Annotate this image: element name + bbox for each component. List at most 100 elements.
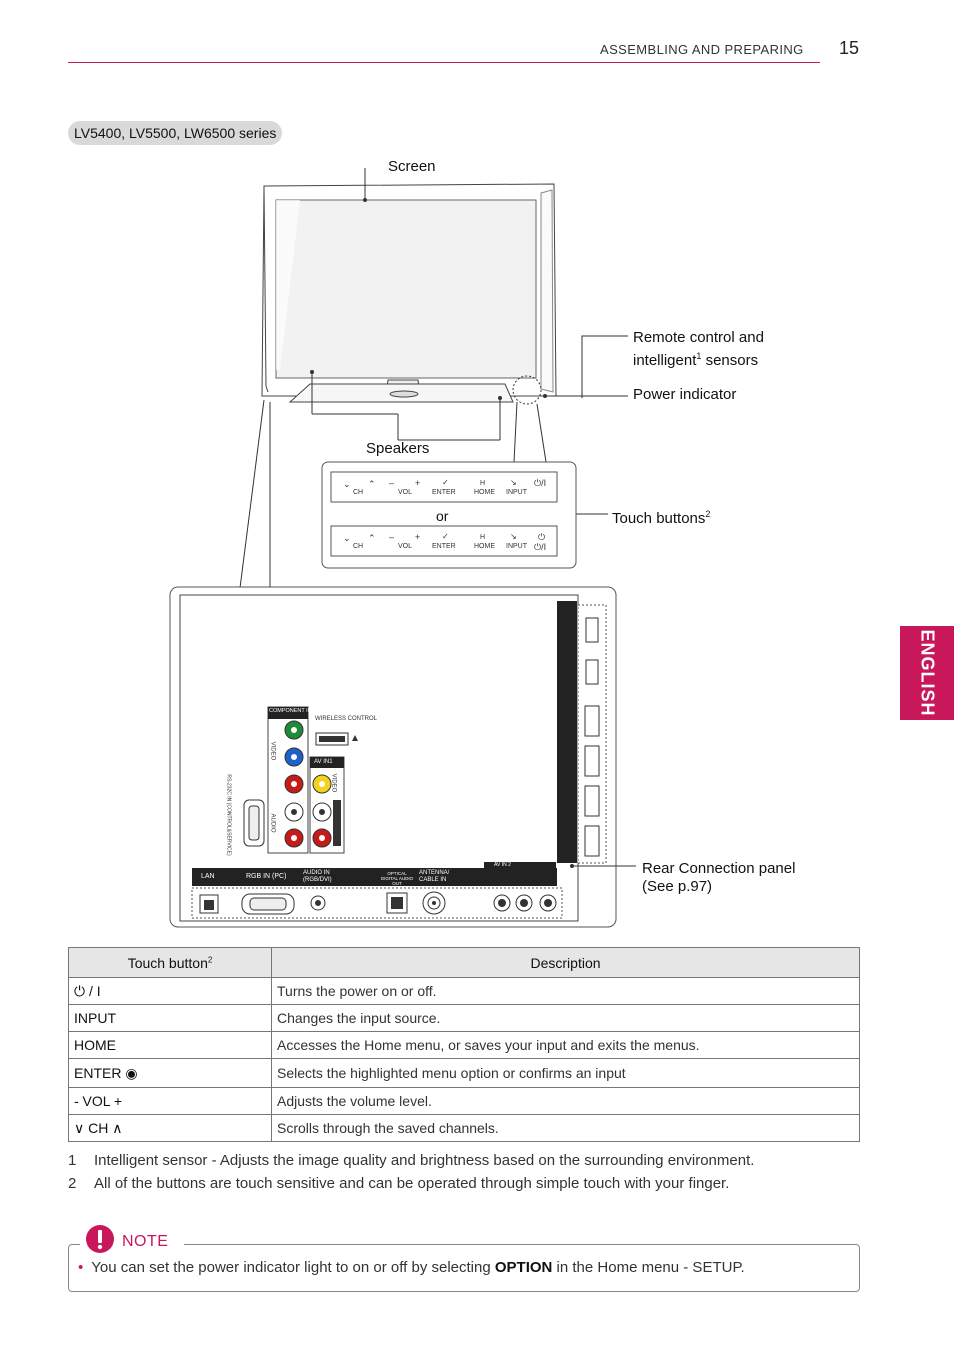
enter-check-icon: ✓ <box>442 478 449 487</box>
touch-button-table: Touch button2 Description ⏻ / I Turns th… <box>68 947 860 1142</box>
footnote-1: 1 Intelligent sensor - Adjusts the image … <box>68 1152 754 1169</box>
table-row: INPUT Changes the input source. <box>68 1004 860 1032</box>
callout-remote-sensor-line1: Remote control and <box>633 329 764 346</box>
series-label: LV5400, LV5500, LW6500 series <box>68 121 283 145</box>
page-number: 15 <box>839 38 860 58</box>
table-row: HOME Accesses the Home menu, or saves yo… <box>68 1031 860 1059</box>
table-row: ∨ CH ∧ Scrolls through the saved channel… <box>68 1114 860 1142</box>
label-cable-in: CABLE IN <box>419 877 447 883</box>
header-rule <box>68 62 820 63</box>
table-cell-button: ENTER ◉ <box>68 1058 272 1088</box>
callout-touch-buttons-text: Touch buttons <box>612 510 706 527</box>
label-hdmi-in2: HDMI/DVI IN 2 <box>541 780 548 818</box>
hdmi-port-1 <box>584 825 600 857</box>
note-text: •You can set the power indicator light t… <box>78 1259 745 1276</box>
side-port-strip <box>557 601 577 863</box>
callout-touch-buttons: Touch buttons2 <box>612 505 710 528</box>
tv-diagram <box>169 168 636 928</box>
label-hdmi-in3: HDMI/DVI IN 3 <box>541 740 548 778</box>
callout-rear-panel: Rear Connection panel (See p.97) <box>642 860 795 896</box>
touch-label-enter-2: ENTER <box>432 543 456 550</box>
vol-minus-icon-2: – <box>389 532 395 542</box>
label-wireless-control: WIRELESS CONTROL <box>315 716 378 722</box>
table-cell-description: Turns the power on or off. <box>271 977 860 1005</box>
table-row: ENTER ◉ Selects the highlighted menu opt… <box>68 1058 860 1088</box>
note-text-after: in the Home menu - SETUP. <box>552 1259 745 1276</box>
touch-label-ch-2: CH <box>353 543 364 550</box>
note-warning-icon <box>86 1225 114 1253</box>
table-cell-description: Selects the highlighted menu option or c… <box>271 1058 860 1088</box>
table-cell-button: ⏻ / I <box>68 977 272 1005</box>
input-arrow-icon-2: ↘ <box>510 532 517 541</box>
table-cell-button: - VOL + <box>68 1087 272 1115</box>
callout-rear-panel-line2: (See p.97) <box>642 878 713 895</box>
label-lan: LAN <box>201 873 215 880</box>
table-cell-description: Scrolls through the saved channels. <box>271 1114 860 1142</box>
header-section-title: ASSEMBLING AND PREPARING <box>600 42 804 57</box>
callout-remote-sensor-line2b: sensors <box>701 352 759 369</box>
touch-label-input-2: INPUT <box>506 543 527 550</box>
home-mark-icon: H <box>480 480 486 487</box>
label-component-video: VIDEO <box>269 741 276 761</box>
screen-dot <box>363 198 367 202</box>
enter-check-icon-2: ✓ <box>442 532 449 541</box>
touch-label-home-2: HOME <box>474 543 495 550</box>
power-icon-2: ⏻ <box>538 532 546 542</box>
ch-down-icon: ⌄ <box>343 479 351 489</box>
vol-plus-icon: + <box>415 478 421 488</box>
table-header-description: Description <box>271 947 860 978</box>
label-rs232: RS-232C IN (CONTROL&SERVICE) <box>225 774 232 856</box>
label-component-audio: AUDIO <box>269 813 276 833</box>
table-row: - VOL + Adjusts the volume level. <box>68 1087 860 1115</box>
footnote-2-number: 2 <box>68 1175 77 1192</box>
label-optical: OPTICAL DIGITAL AUDIO OUT <box>380 871 414 886</box>
speakers-leader <box>311 372 501 441</box>
table-row: ⏻ / I Turns the power on or off. <box>68 977 860 1005</box>
table-cell-button: ∨ CH ∧ <box>68 1114 272 1142</box>
callout-power-indicator: Power indicator <box>633 386 737 403</box>
table-cell-description: Accesses the Home menu, or saves your in… <box>271 1031 860 1059</box>
vol-minus-icon: – <box>389 478 395 488</box>
touch-strip-2 <box>330 525 558 557</box>
label-usb-in1: HDD IN / USB IN 1 <box>542 641 549 689</box>
touch-strip-1 <box>330 471 558 503</box>
touch-label-input: INPUT <box>506 489 527 496</box>
touch-label-ch: CH <box>353 489 364 496</box>
tv-front <box>261 183 557 403</box>
usb-port-1 <box>585 659 599 685</box>
footnote-marker-1: 1 <box>696 351 702 361</box>
note-title: NOTE <box>122 1233 169 1250</box>
note-text-bold: OPTION <box>494 1259 553 1276</box>
power-toggle-icon-2: ⏻/I <box>534 542 547 552</box>
callout-speakers: Speakers <box>366 440 430 457</box>
label-audio-in-sub: (RGB/DVI) <box>303 877 332 883</box>
callout-screen: Screen <box>388 158 436 175</box>
ch-up-icon: ⌃ <box>368 479 376 489</box>
label-antenna: ANTENNA/ <box>419 870 450 876</box>
home-mark-icon-2: H <box>480 534 486 541</box>
note-text-before: You can set the power indicator light to… <box>91 1259 495 1276</box>
vol-plus-icon-2: + <box>415 532 421 542</box>
table-header-row: Touch button2 Description <box>68 947 860 978</box>
table-cell-description: Changes the input source. <box>271 1004 860 1032</box>
tv-screen <box>275 199 537 379</box>
table-cell-button: HOME <box>68 1031 272 1059</box>
touch-label-home: HOME <box>474 489 495 496</box>
language-tab: ENGLISH <box>900 626 954 720</box>
label-hdmi-in1: HDMI/DVI IN 1 <box>541 820 548 858</box>
label-av-in2: AV IN 2 <box>494 862 511 868</box>
input-arrow-icon: ↘ <box>510 478 517 487</box>
label-usb-in2: USB IN 2 <box>540 615 547 639</box>
label-av-video: VIDEO <box>330 773 337 793</box>
ch-up-icon-2: ⌃ <box>368 533 376 543</box>
table-header-button: Touch button2 <box>68 947 272 978</box>
footnote-1-number: 1 <box>68 1152 77 1169</box>
callout-rear-panel-line1: Rear Connection panel <box>642 860 796 877</box>
touch-label-vol: VOL <box>398 489 413 496</box>
sensor-circle <box>512 375 542 405</box>
footnote-1-text: Intelligent sensor - Adjusts the image q… <box>94 1152 755 1169</box>
touch-or-label: or <box>436 508 449 524</box>
hdmi-port-3 <box>584 745 600 777</box>
label-hdmi-in4: HDMI/DVI IN 4 <box>541 700 548 738</box>
